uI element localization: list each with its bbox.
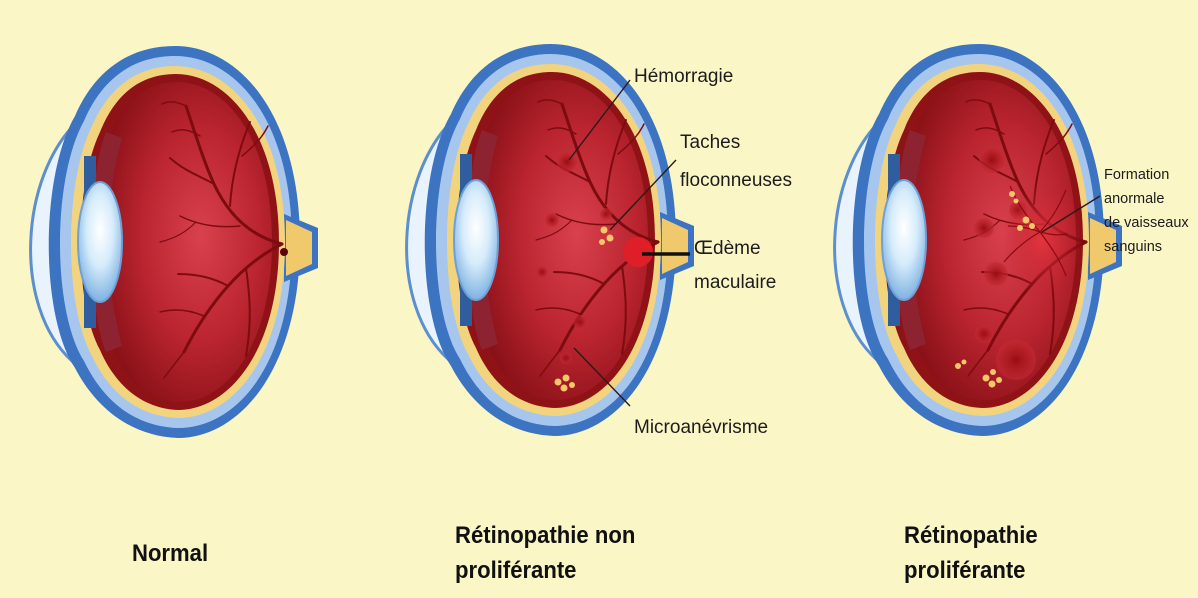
label-neovasc-line3: de vaisseaux	[1104, 214, 1189, 233]
label-macular-edema-line1: Œdème	[694, 236, 761, 261]
label-cotton-wool-line1: Taches	[680, 130, 740, 155]
caption-proliferative-line1: Rétinopathie	[904, 520, 1038, 551]
macular-edema-spot	[623, 237, 653, 267]
caption-proliferative-line2: proliférante	[904, 555, 1025, 586]
caption-non-proliferative-line1: Rétinopathie non	[455, 520, 635, 551]
label-neovasc-line4: sanguins	[1104, 238, 1162, 257]
label-macular-edema-line2: maculaire	[694, 270, 776, 295]
label-neovasc-line2: anormale	[1104, 190, 1164, 209]
hemorrhage-spot	[557, 152, 577, 172]
label-cotton-wool-line2: floconneuses	[680, 168, 792, 193]
label-neovasc-line1: Formation	[1104, 166, 1169, 185]
label-microaneurysm: Microanévrisme	[634, 415, 768, 440]
label-hemorrhage: Hémorragie	[634, 64, 733, 89]
caption-normal: Normal	[132, 538, 208, 569]
caption-non-proliferative-line2: proliférante	[455, 555, 576, 586]
